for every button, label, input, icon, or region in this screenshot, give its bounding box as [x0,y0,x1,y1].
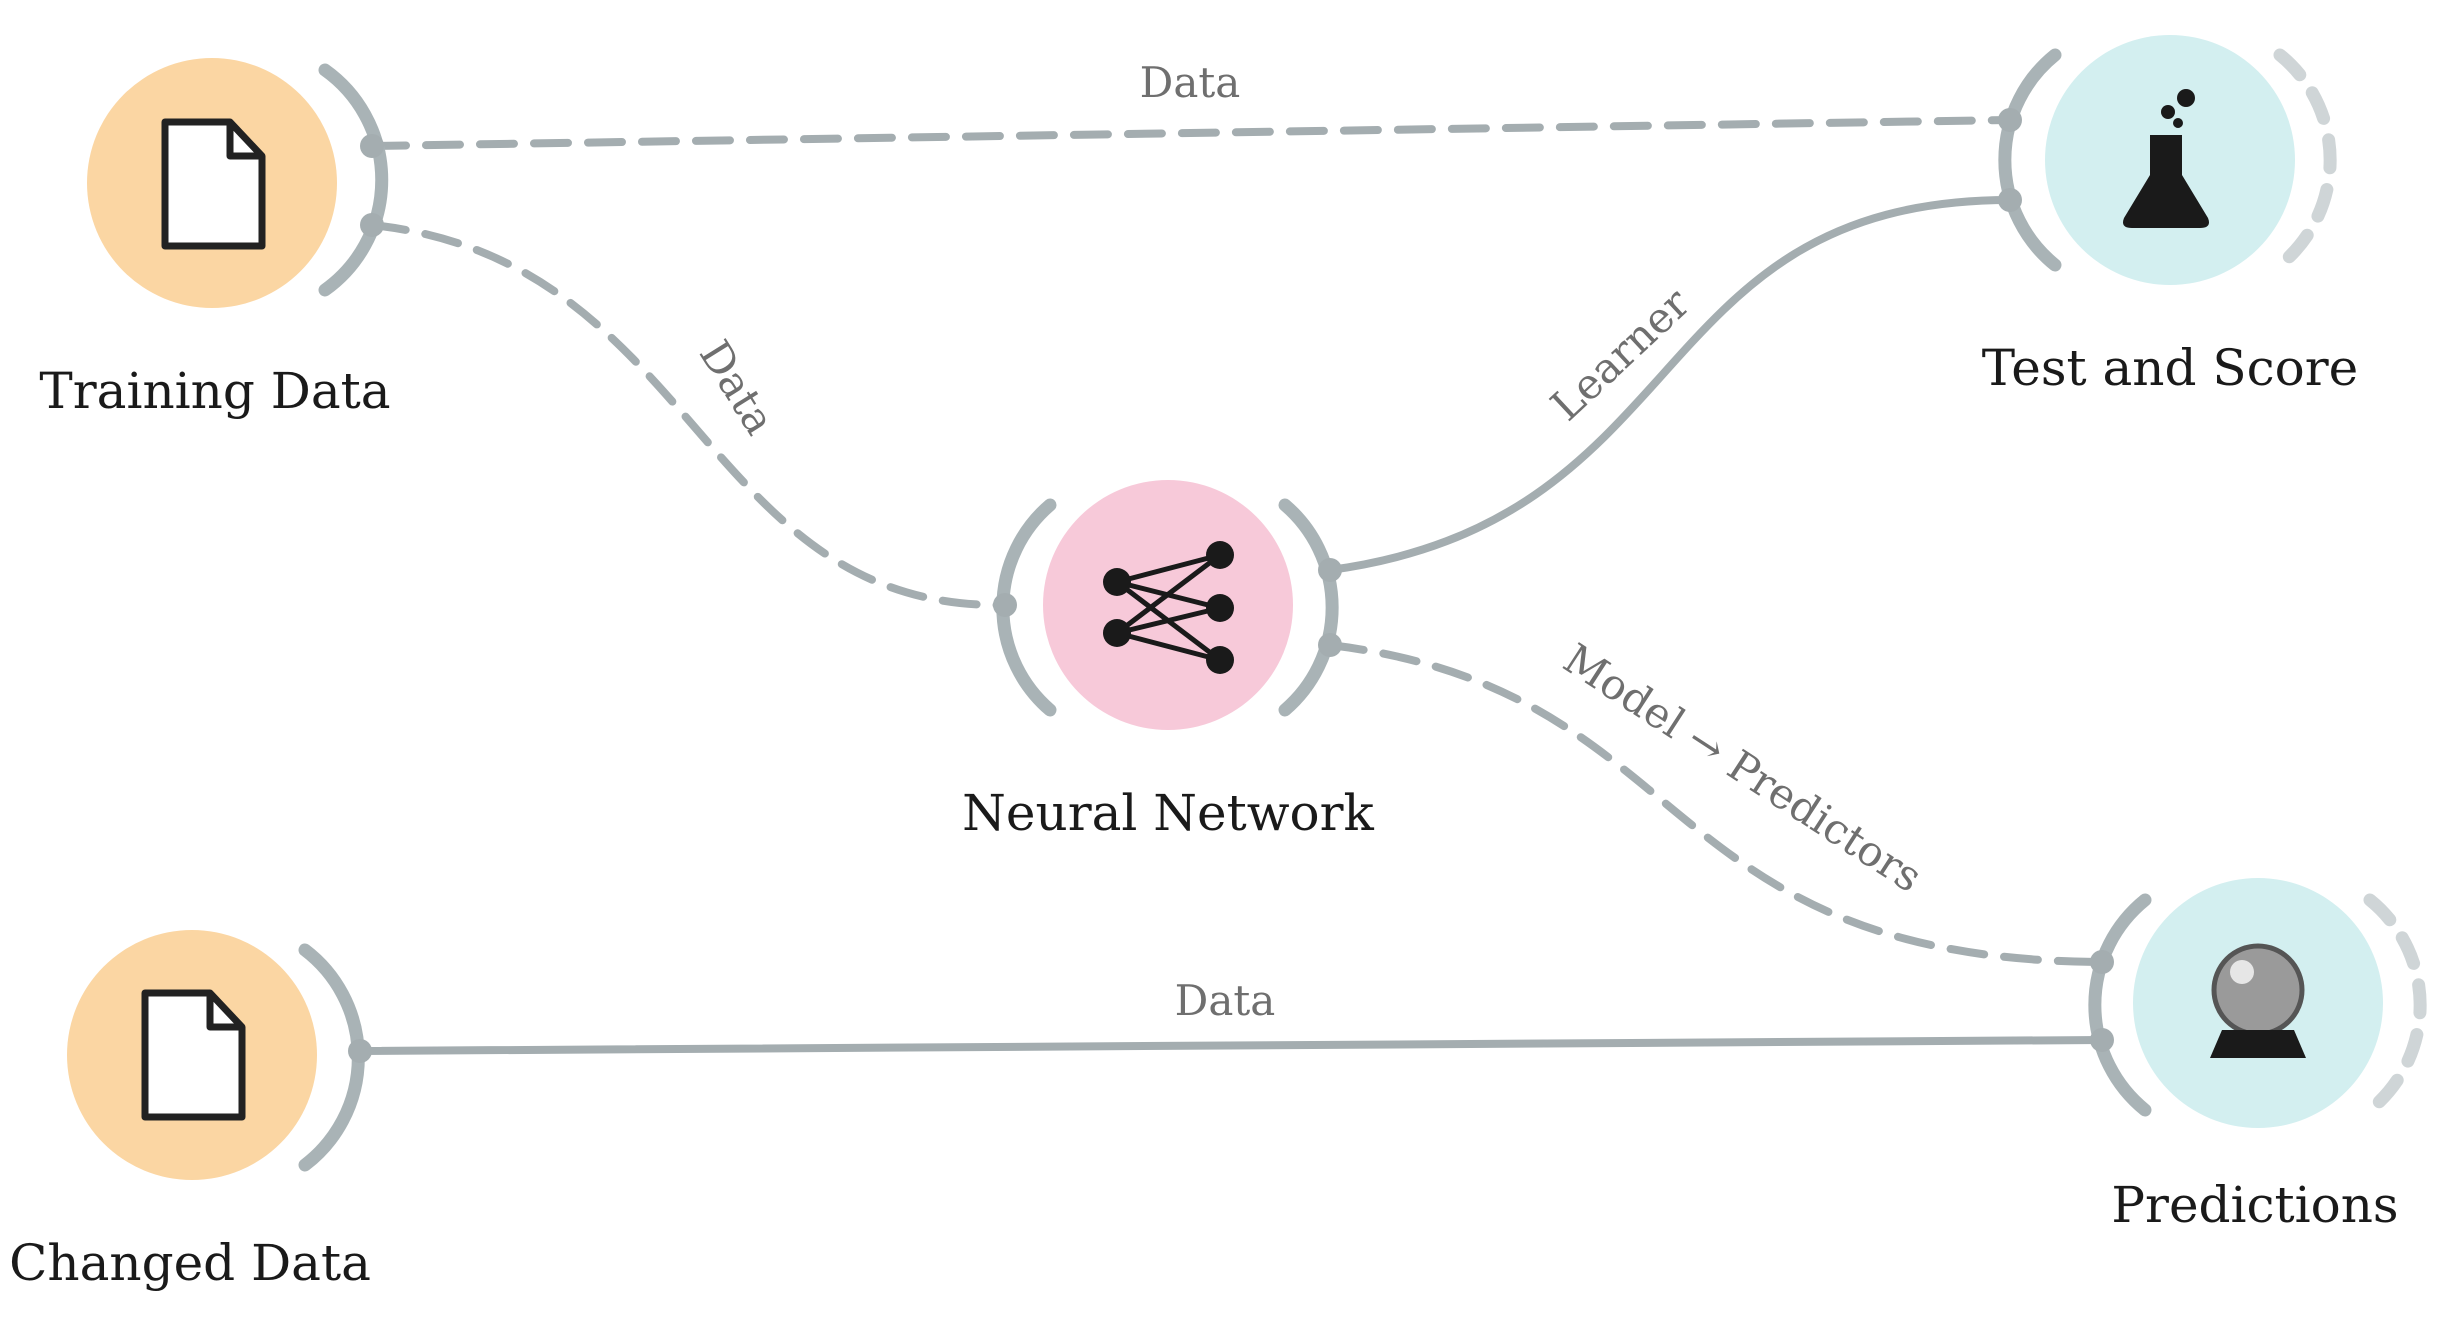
node-neural-network[interactable]: Neural Network [962,480,1375,842]
node-label: Predictions [2111,1176,2398,1234]
node-training-data[interactable]: Training Data [39,58,391,420]
node-label: Changed Data [9,1234,371,1292]
input-anchor[interactable] [1998,188,2022,212]
crystal-ball-icon [2210,943,2306,1058]
input-channel-bracket[interactable] [1998,48,2062,272]
output-channel-bracket[interactable] [2363,893,2427,1117]
node-predictions[interactable]: Predictions [2088,878,2427,1234]
input-anchor[interactable] [1998,108,2022,132]
input-anchor[interactable] [2090,1028,2114,1052]
input-channel-bracket[interactable] [2088,893,2152,1117]
link-nn-to-predictions[interactable] [1326,641,2106,966]
link-training-to-nn[interactable] [368,221,1009,610]
link-label-training-to-nn: Data [690,332,785,443]
input-anchor[interactable] [993,593,1017,617]
neural-network-icon [1103,541,1234,674]
output-anchor[interactable] [1318,558,1342,582]
input-anchor[interactable] [2090,950,2114,974]
node-changed-data[interactable]: Changed Data [9,930,372,1292]
link-nn-to-test[interactable] [1326,196,2014,574]
node-test-and-score[interactable]: Test and Score [1982,35,2358,397]
link-label-nn-to-predictions: Model → Predictors [1555,634,1931,902]
output-channel-bracket[interactable] [2273,48,2337,272]
output-anchor[interactable] [360,213,384,237]
output-channel-bracket[interactable] [1278,498,1339,717]
link-changed-to-predictions[interactable] [356,1036,2106,1055]
flask-icon [2123,89,2209,228]
node-label: Test and Score [1982,339,2358,397]
link-label-changed-to-predictions: Data [1175,976,1276,1025]
output-anchor[interactable] [348,1039,372,1063]
output-channel-bracket[interactable] [318,63,389,297]
node-background[interactable] [1043,480,1293,730]
output-anchor[interactable] [1318,633,1342,657]
node-label: Training Data [39,362,390,420]
link-training-to-test[interactable] [368,116,2014,150]
file-icon [141,989,246,1121]
link-label-training-to-test: Data [1140,58,1241,107]
output-anchor[interactable] [360,134,384,158]
file-icon [161,118,266,250]
node-label: Neural Network [962,784,1374,842]
